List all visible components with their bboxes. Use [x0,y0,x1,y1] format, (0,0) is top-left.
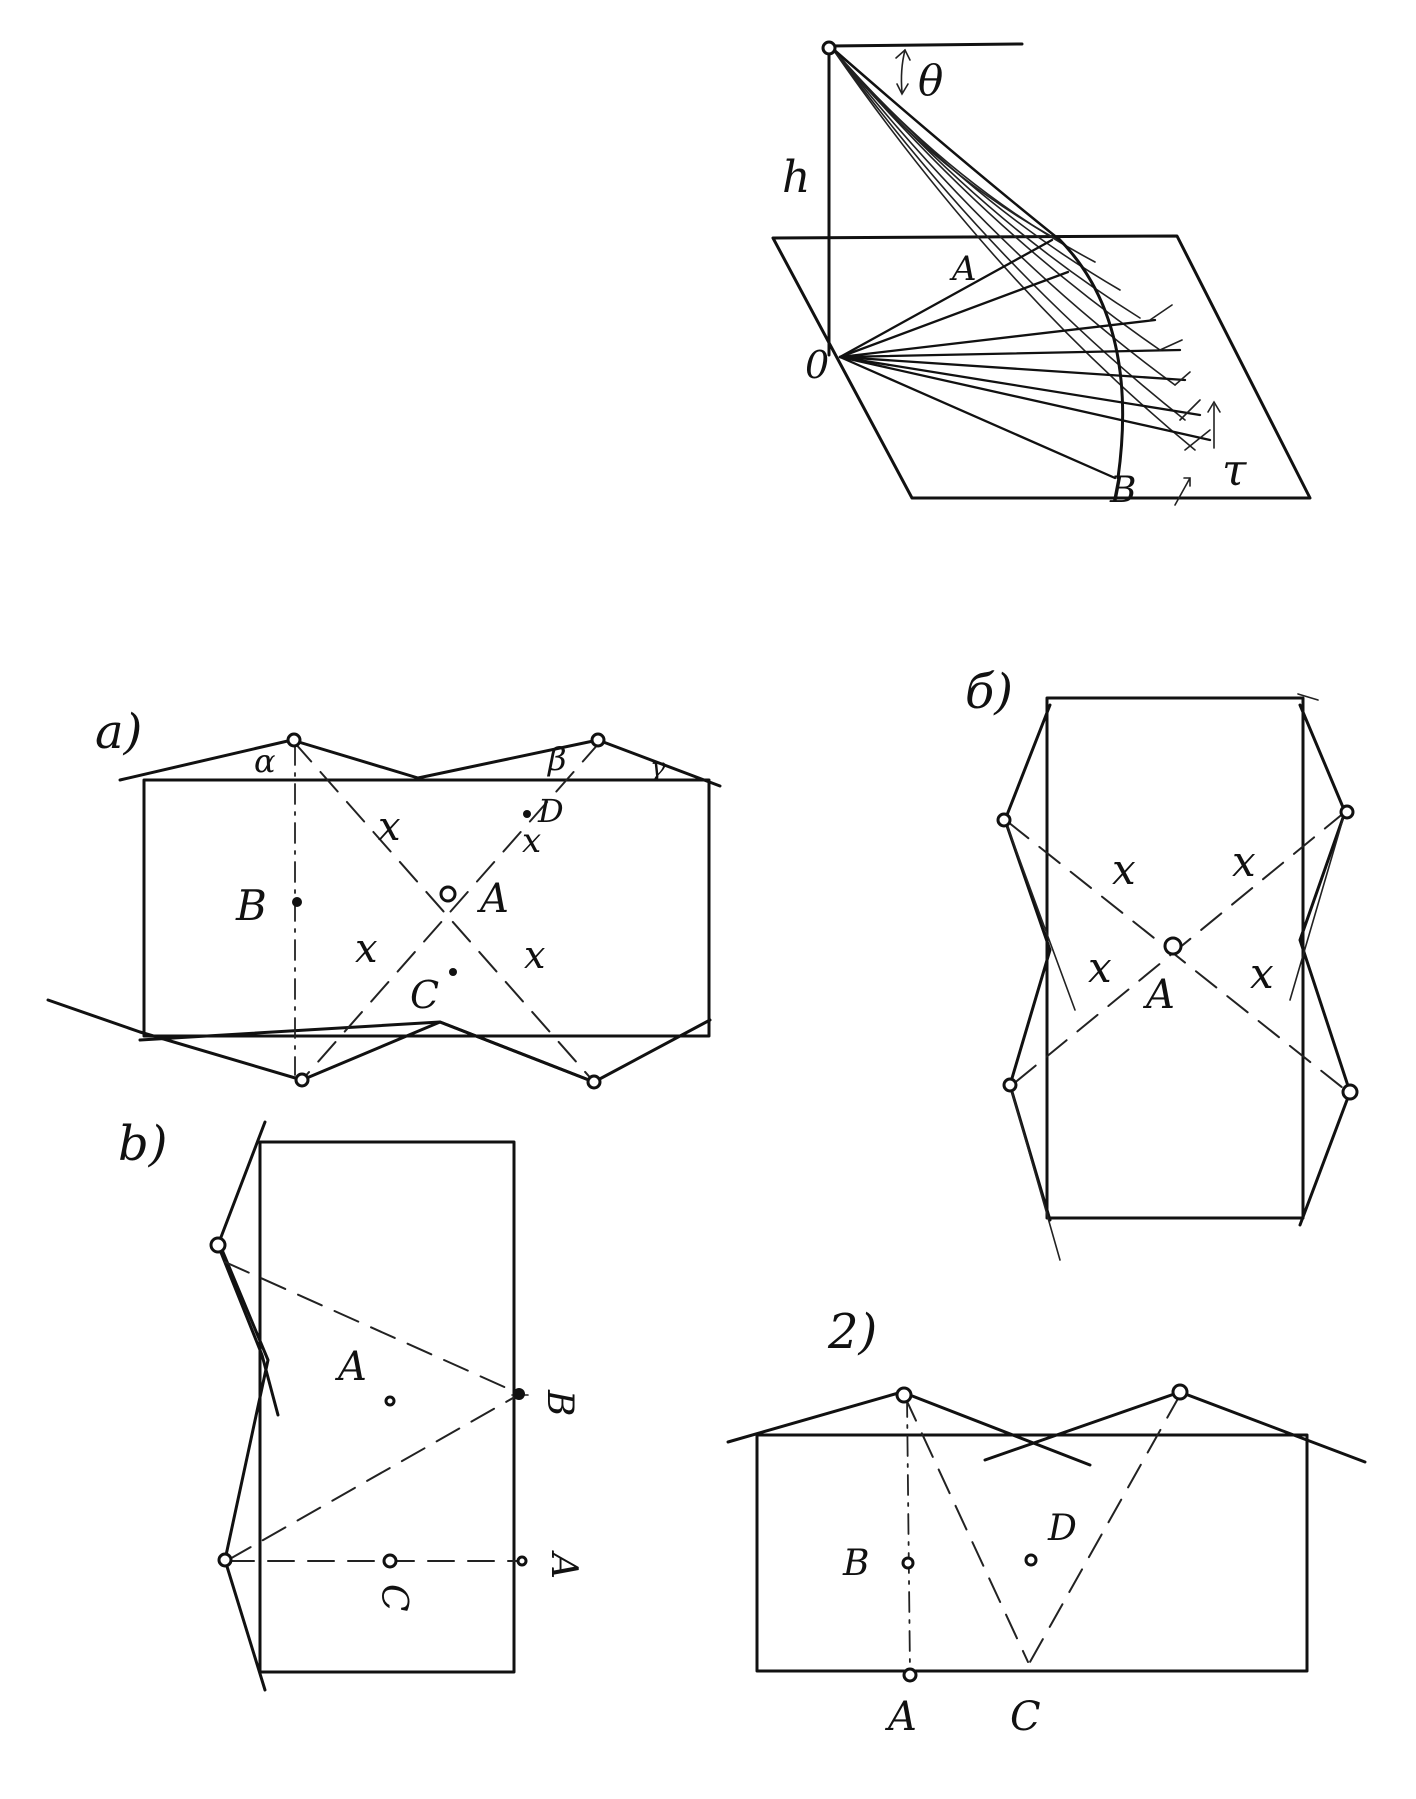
label-x: x [522,821,541,861]
panel-a-rect [142,778,711,1038]
label-tau: τ [1222,445,1247,496]
luminaire-point [895,1386,913,1404]
luminaire-point [1171,1383,1189,1401]
light-rays [830,46,1196,451]
panel-v: b) A B C A [118,1116,584,1692]
label-x: x [1088,943,1112,992]
ground-fan [838,238,1212,480]
label-x: x [1112,845,1136,894]
label-b: B [1109,470,1136,511]
luminaire-point [286,732,302,748]
label-b: B [842,1543,869,1584]
label-c: C [373,1584,414,1612]
panel-b: б) x x x x A [965,664,1359,1261]
label-x: x [1250,949,1274,998]
label-a: A [949,249,977,289]
point-a [439,885,457,903]
perspective-sketch: h θ 0 A B τ [771,40,1312,511]
luminaire-point [586,1074,602,1090]
luminaire-point [209,1236,227,1254]
label-o: 0 [805,343,829,387]
label-alpha: α [254,742,276,780]
arc-ab [1056,236,1125,480]
label-a: A [334,1344,367,1390]
ground-plane [771,234,1312,500]
panel-g-rect [755,1433,1309,1673]
luminaire-point [590,732,606,748]
panel-g: 2) B D A C [726,1304,1367,1740]
luminaire-point [1339,804,1355,820]
label-x: x [378,804,401,850]
luminaire-point [1341,1083,1359,1101]
label-x: x [355,926,378,972]
label-c: C [410,973,439,1017]
label-a: A [543,1550,584,1579]
label-h: h [782,152,810,203]
label-beta: β [547,740,567,778]
panel-g-caption: 2) [827,1304,877,1360]
label-a: A [884,1694,917,1740]
theta-arc [900,49,906,93]
label-x: x [524,933,545,977]
luminaire-point [294,1072,310,1088]
label-a: A [1142,972,1175,1018]
tau-arrow [1207,400,1221,449]
luminaire-point [217,1552,233,1568]
label-gamma: γ [650,753,666,783]
panel-v-rect [258,1140,516,1674]
panel-a: a) α β γ x x x x B A C D [46,704,722,1090]
panel-a-caption: a) [95,704,142,760]
label-x: x [1232,837,1256,886]
label-b: B [235,881,267,930]
panel-b-caption: б) [965,664,1013,720]
panel-v-caption: b) [118,1116,167,1172]
luminaire-point [1002,1077,1018,1093]
label-d: D [1047,1508,1077,1549]
lamp-point [821,40,837,56]
point-a [1163,936,1183,956]
label-d: D [537,792,564,830]
label-c: C [1010,1694,1041,1740]
label-a: A [476,876,509,922]
horizon-line [827,42,1024,48]
label-theta: θ [918,56,943,105]
luminaire-point [996,812,1012,828]
label-b: B [539,1389,580,1416]
